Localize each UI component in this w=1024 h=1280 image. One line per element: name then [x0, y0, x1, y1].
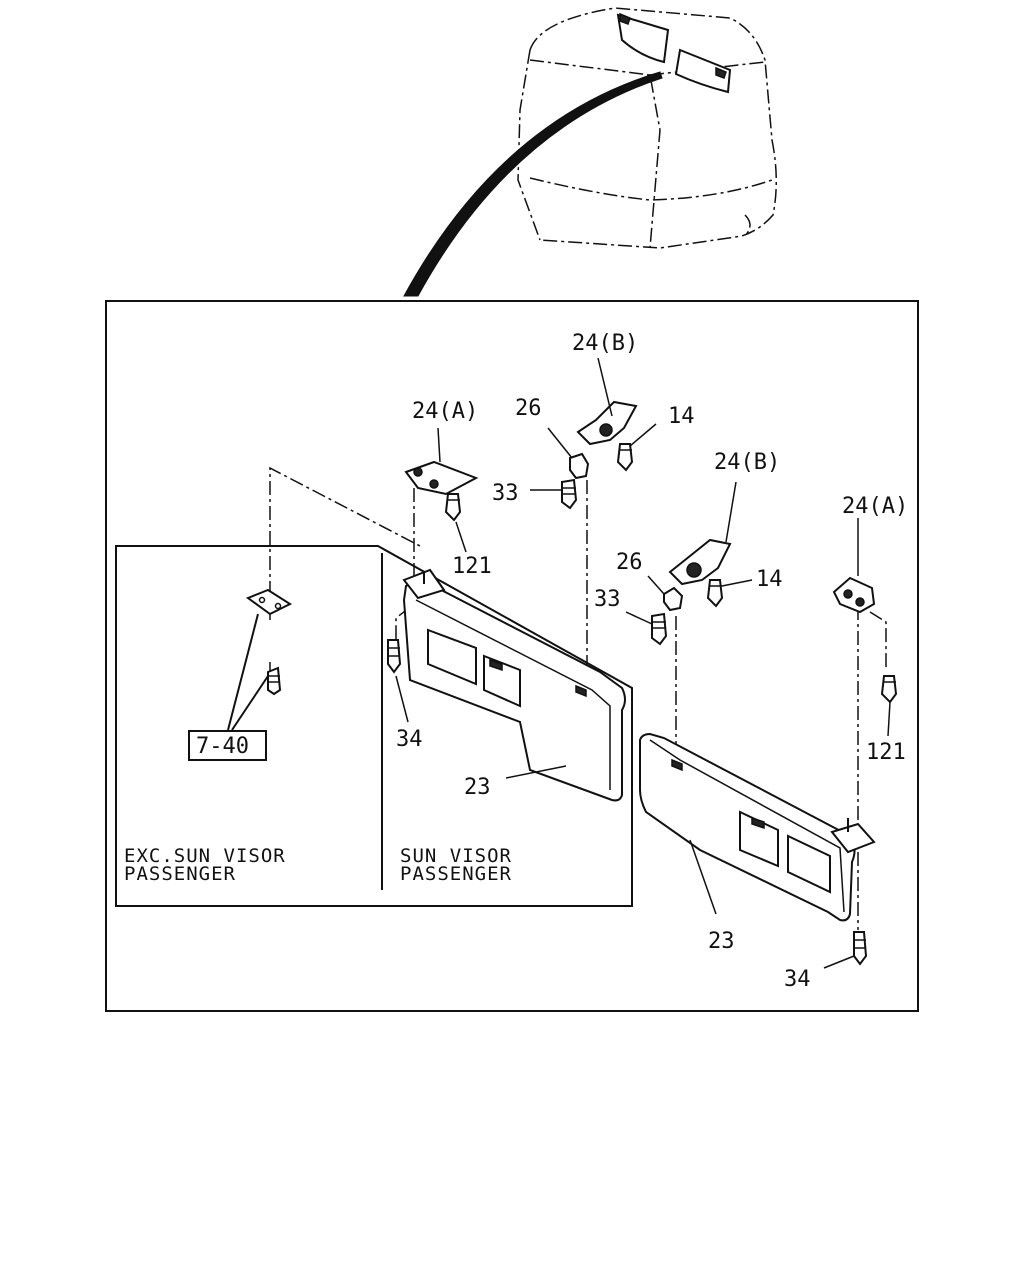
callout-23-left: 23: [464, 775, 491, 800]
note-exc-line2: PASSENGER: [124, 863, 236, 885]
callout-26-left: 26: [515, 396, 542, 421]
brackets: [404, 400, 876, 614]
callout-14-right: 14: [756, 567, 783, 592]
right-sun-visor: [639, 732, 876, 922]
left-sun-visor: [402, 568, 626, 802]
callout-24b-right: 24(B): [714, 450, 780, 475]
note-exc-line1: EXC.SUN VISOR: [124, 845, 286, 867]
reference-label: 7-40: [196, 734, 249, 759]
callout-24a-left: 24(A): [412, 399, 478, 424]
callout-leaders: [395, 357, 891, 969]
callout-14-left: 14: [668, 404, 695, 429]
note-sun-line1: SUN VISOR: [400, 845, 512, 867]
zoom-arrow: [403, 71, 663, 297]
callout-33-left: 33: [492, 481, 519, 506]
callout-24b-top: 24(B): [572, 331, 638, 356]
note-sun-line2: PASSENGER: [400, 863, 512, 885]
callout-121-left: 121: [452, 554, 492, 579]
variant-inset: [115, 545, 633, 907]
callout-24a-right: 24(A): [842, 494, 908, 519]
callout-34-right: 34: [784, 967, 811, 992]
ref-leaders: [227, 613, 269, 731]
callout-33-right: 33: [594, 587, 621, 612]
main-frame: [105, 300, 919, 1012]
callout-121-right: 121: [866, 740, 906, 765]
exc-bracket-and-screw: [245, 588, 293, 696]
ref-box: [188, 730, 267, 761]
callout-23-right: 23: [708, 929, 735, 954]
variant-notes: EXC.SUN VISOR PASSENGER SUN VISOR PASSEN…: [124, 845, 512, 885]
cab-overview: [517, 7, 778, 249]
fasteners: [387, 443, 898, 966]
callout-34-left: 34: [396, 727, 423, 752]
callout-labels: 24(B) 24(A) 26 14 33 121 24(B) 26 14 33 …: [396, 331, 908, 992]
callout-26-right: 26: [616, 550, 643, 575]
